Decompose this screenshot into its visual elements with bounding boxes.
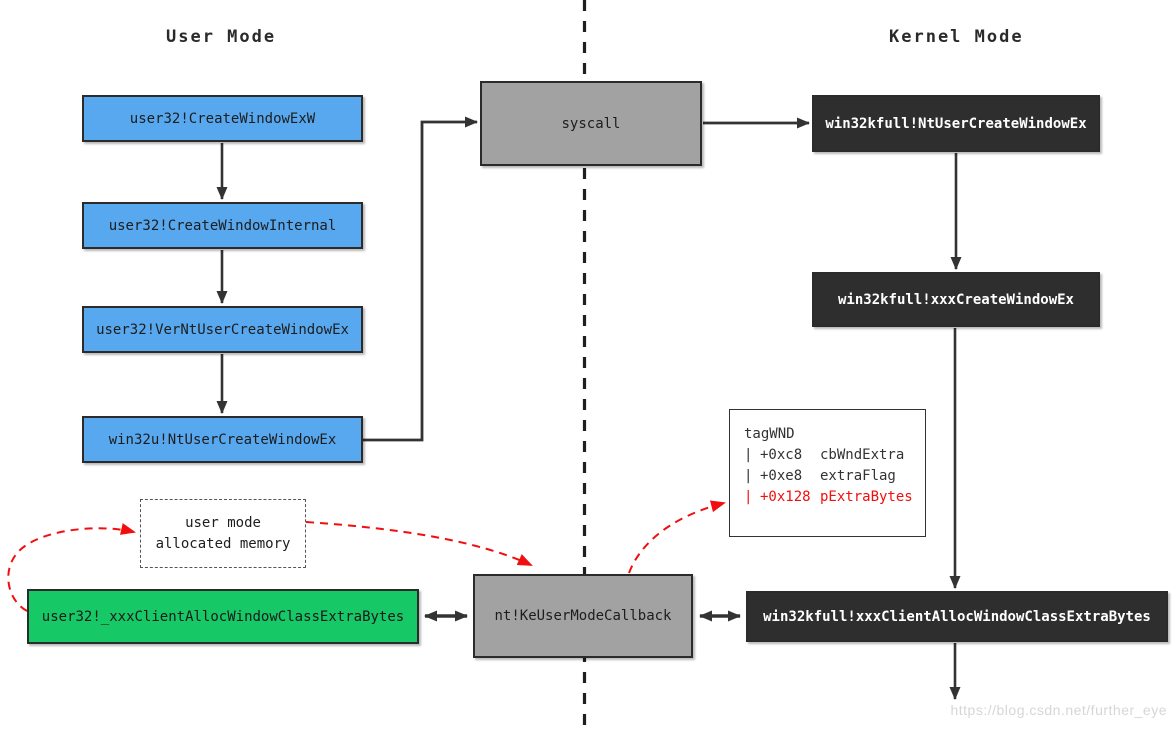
memory-line2: allocated memory bbox=[155, 535, 291, 552]
node-user32-createwindowexw: user32!CreateWindowExW bbox=[82, 95, 363, 142]
tagwnd-field-extraflag: | +0xe8 extraFlag bbox=[744, 466, 917, 487]
arrow-win32u-to-syscall bbox=[363, 116, 478, 442]
node-win32kfull-xxxclientallocwindowclassextrabytes: win32kfull!xxxClientAllocWindowClassExtr… bbox=[746, 591, 1168, 642]
user-mode-title: User Mode bbox=[166, 27, 277, 47]
tagwnd-struct-box: tagWND | +0xc8 cbWndExtra | +0xe8 extraF… bbox=[729, 409, 926, 537]
field-pipe: | bbox=[744, 468, 753, 484]
field-offset: +0xc8 bbox=[760, 447, 803, 463]
user-mode-allocated-memory-box: user mode allocated memory bbox=[140, 499, 306, 568]
memory-line1: user mode bbox=[185, 514, 261, 531]
field-offset: +0xe8 bbox=[760, 468, 803, 484]
node-win32kfull-xxxcreatewindowex: win32kfull!xxxCreateWindowEx bbox=[812, 272, 1100, 327]
red-arrow-callback-to-pextrabytes bbox=[628, 500, 726, 574]
node-nt-keusermodecallback: nt!KeUserModeCallback bbox=[473, 574, 693, 658]
field-pipe: | bbox=[744, 489, 753, 505]
red-arrow-allocbox-to-memory bbox=[7, 523, 136, 612]
tagwnd-title: tagWND bbox=[744, 426, 795, 442]
node-win32kfull-ntusercreatewindowex: win32kfull!NtUserCreateWindowEx bbox=[812, 95, 1100, 152]
field-pipe: | bbox=[744, 447, 753, 463]
node-syscall: syscall bbox=[480, 81, 702, 166]
tagwnd-field-cbwndextra: | +0xc8 cbWndExtra bbox=[744, 445, 917, 466]
field-name: pExtraBytes bbox=[820, 489, 913, 505]
node-user32-createwindowinternal: user32!CreateWindowInternal bbox=[82, 202, 363, 249]
field-name: extraFlag bbox=[820, 468, 896, 484]
field-offset: +0x128 bbox=[760, 489, 811, 505]
tagwnd-field-pextrabytes: | +0x128 pExtraBytes bbox=[744, 487, 917, 508]
kernel-mode-title: Kernel Mode bbox=[889, 27, 1024, 47]
red-arrow-memory-to-callback bbox=[305, 521, 533, 566]
field-name: cbWndExtra bbox=[820, 447, 905, 463]
node-user32-xxxclientallocwindowclassextrabytes: user32!_xxxClientAllocWindowClassExtraBy… bbox=[27, 589, 419, 644]
watermark-url: https://blog.csdn.net/further_eye bbox=[950, 702, 1167, 718]
node-win32u-ntusercreatewindowex: win32u!NtUserCreateWindowEx bbox=[82, 416, 363, 463]
node-user32-verntusercreatewindowex: user32!VerNtUserCreateWindowEx bbox=[82, 306, 363, 353]
